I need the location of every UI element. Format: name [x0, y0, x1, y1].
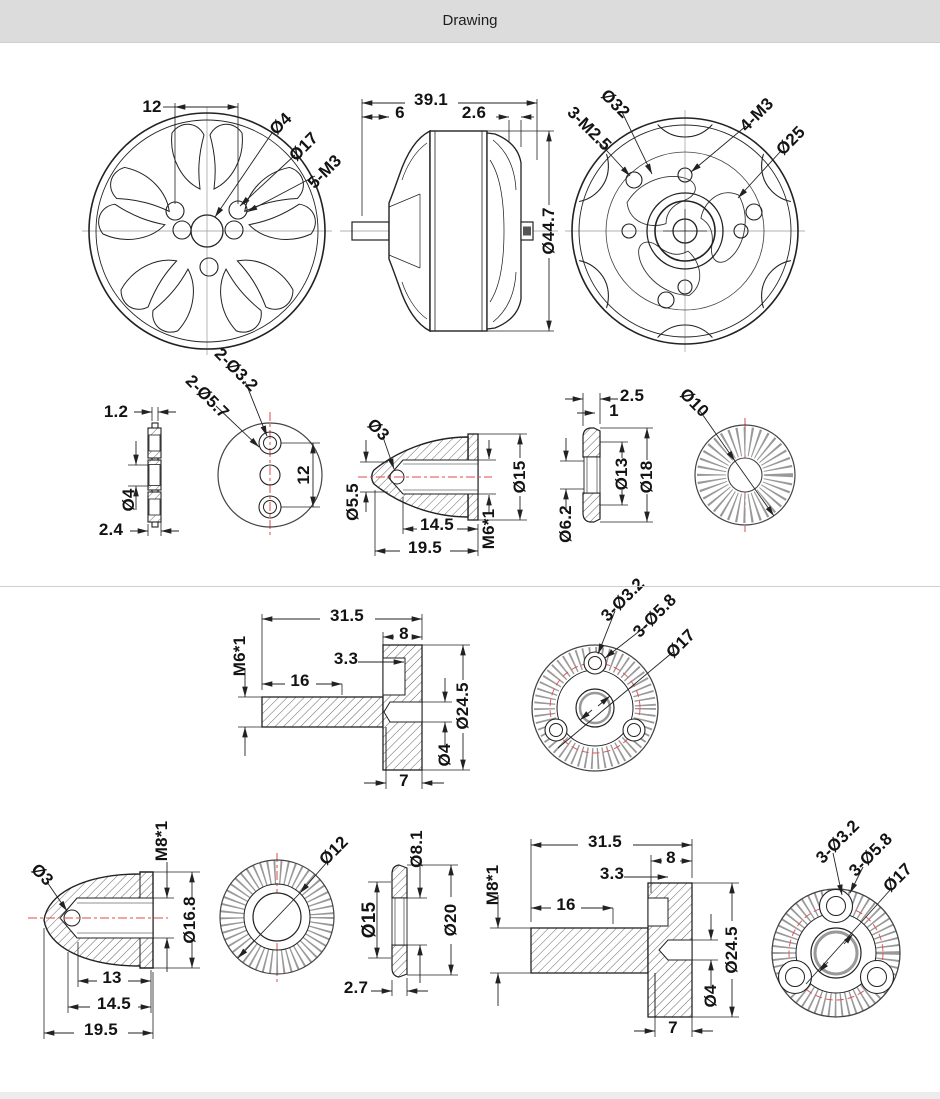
- dim-plate-web: 1.2: [103, 402, 129, 421]
- knurl-m6-art: [694, 410, 796, 532]
- dim-s8-thread: M8*1: [483, 864, 502, 906]
- dim-side-rear: 2.6: [461, 103, 487, 122]
- dim-s6-thread: M6*1: [230, 635, 249, 677]
- dim-plate-boss: 2.4: [98, 520, 124, 539]
- dim-s8-flange: Ø24.5: [722, 926, 741, 974]
- dim-s6-bore: Ø4: [435, 743, 454, 767]
- adapter-m6-art: [531, 610, 674, 772]
- dim-side-diameter: Ø44.7: [539, 207, 558, 255]
- dim-w6-step: 1: [609, 401, 619, 420]
- motor-front-art: [82, 103, 332, 355]
- dim-nut6-flange: Ø15: [510, 460, 529, 494]
- page-title: Drawing: [442, 12, 498, 29]
- dim-s8-bore: Ø4: [701, 984, 720, 1008]
- dim-side-front: 6: [395, 103, 405, 122]
- dim-s8-boss: 7: [668, 1018, 678, 1037]
- dim-front-pitch: 12: [142, 97, 162, 116]
- washer-m8-art: [368, 860, 458, 996]
- dim-w8-flange-t: 2.7: [343, 978, 369, 997]
- shaft-m8-art: [490, 839, 739, 1037]
- nut-m8-art: [28, 862, 200, 1039]
- dim-w8-outer: Ø20: [441, 903, 460, 937]
- dim-s8-flange-w: 8: [666, 848, 676, 867]
- motor-back-art: [565, 110, 805, 352]
- dim-nut8-thread: M8*1: [152, 820, 171, 862]
- dim-s6-boss: 7: [399, 771, 409, 790]
- dim-w6-bore: Ø6.2: [556, 505, 575, 543]
- dim-w8-inner: Ø15: [359, 901, 380, 939]
- dim-w6-flange-t: 2.5: [619, 386, 645, 405]
- dim-s6-length: 31.5: [330, 606, 364, 625]
- dim-nut6-total-len: 19.5: [408, 538, 442, 557]
- dim-nut6-tip-dia: Ø5.5: [343, 483, 362, 521]
- dim-w8-bore: Ø8.1: [407, 830, 426, 868]
- dim-nut8-flange: Ø16.8: [180, 896, 199, 944]
- dim-plate-pitch: 12: [294, 465, 313, 485]
- dim-s6-flange: Ø24.5: [453, 682, 472, 730]
- dim-nut8-mid-len: 14.5: [97, 994, 131, 1013]
- adapter-m8-art: [771, 852, 901, 1018]
- nut-m6-art: [358, 433, 527, 556]
- shaft-m6-art: [238, 614, 470, 789]
- dim-s6-thread-len: 16: [290, 671, 310, 690]
- dim-s6-step: 3.3: [333, 649, 359, 668]
- dim-nut8-bore-len: 13: [102, 968, 122, 987]
- dim-s8-length: 31.5: [588, 832, 622, 851]
- dim-w6-inner: Ø13: [612, 457, 631, 491]
- plate-front-art: [215, 380, 323, 538]
- dim-s8-thread-len: 16: [556, 895, 576, 914]
- washer-m6-art: [560, 393, 653, 523]
- plate-side-art: [128, 407, 179, 536]
- page-footer-strip: [0, 1092, 940, 1099]
- dim-nut6-thread: M6*1: [479, 508, 498, 550]
- dim-plate-hole: Ø4: [119, 488, 138, 512]
- dim-w6-outer: Ø18: [637, 460, 656, 494]
- dim-nut8-total-len: 19.5: [84, 1020, 118, 1039]
- dim-side-length: 39.1: [414, 90, 448, 109]
- dim-nut6-bore-len: 14.5: [420, 515, 454, 534]
- dim-s6-flange-w: 8: [399, 624, 409, 643]
- knurl-m8-art: [219, 853, 335, 982]
- dim-s8-step: 3.3: [599, 864, 625, 883]
- motor-side-art: [340, 99, 558, 333]
- page-separator: [0, 586, 940, 587]
- drawing-header-bar: Drawing: [0, 0, 940, 43]
